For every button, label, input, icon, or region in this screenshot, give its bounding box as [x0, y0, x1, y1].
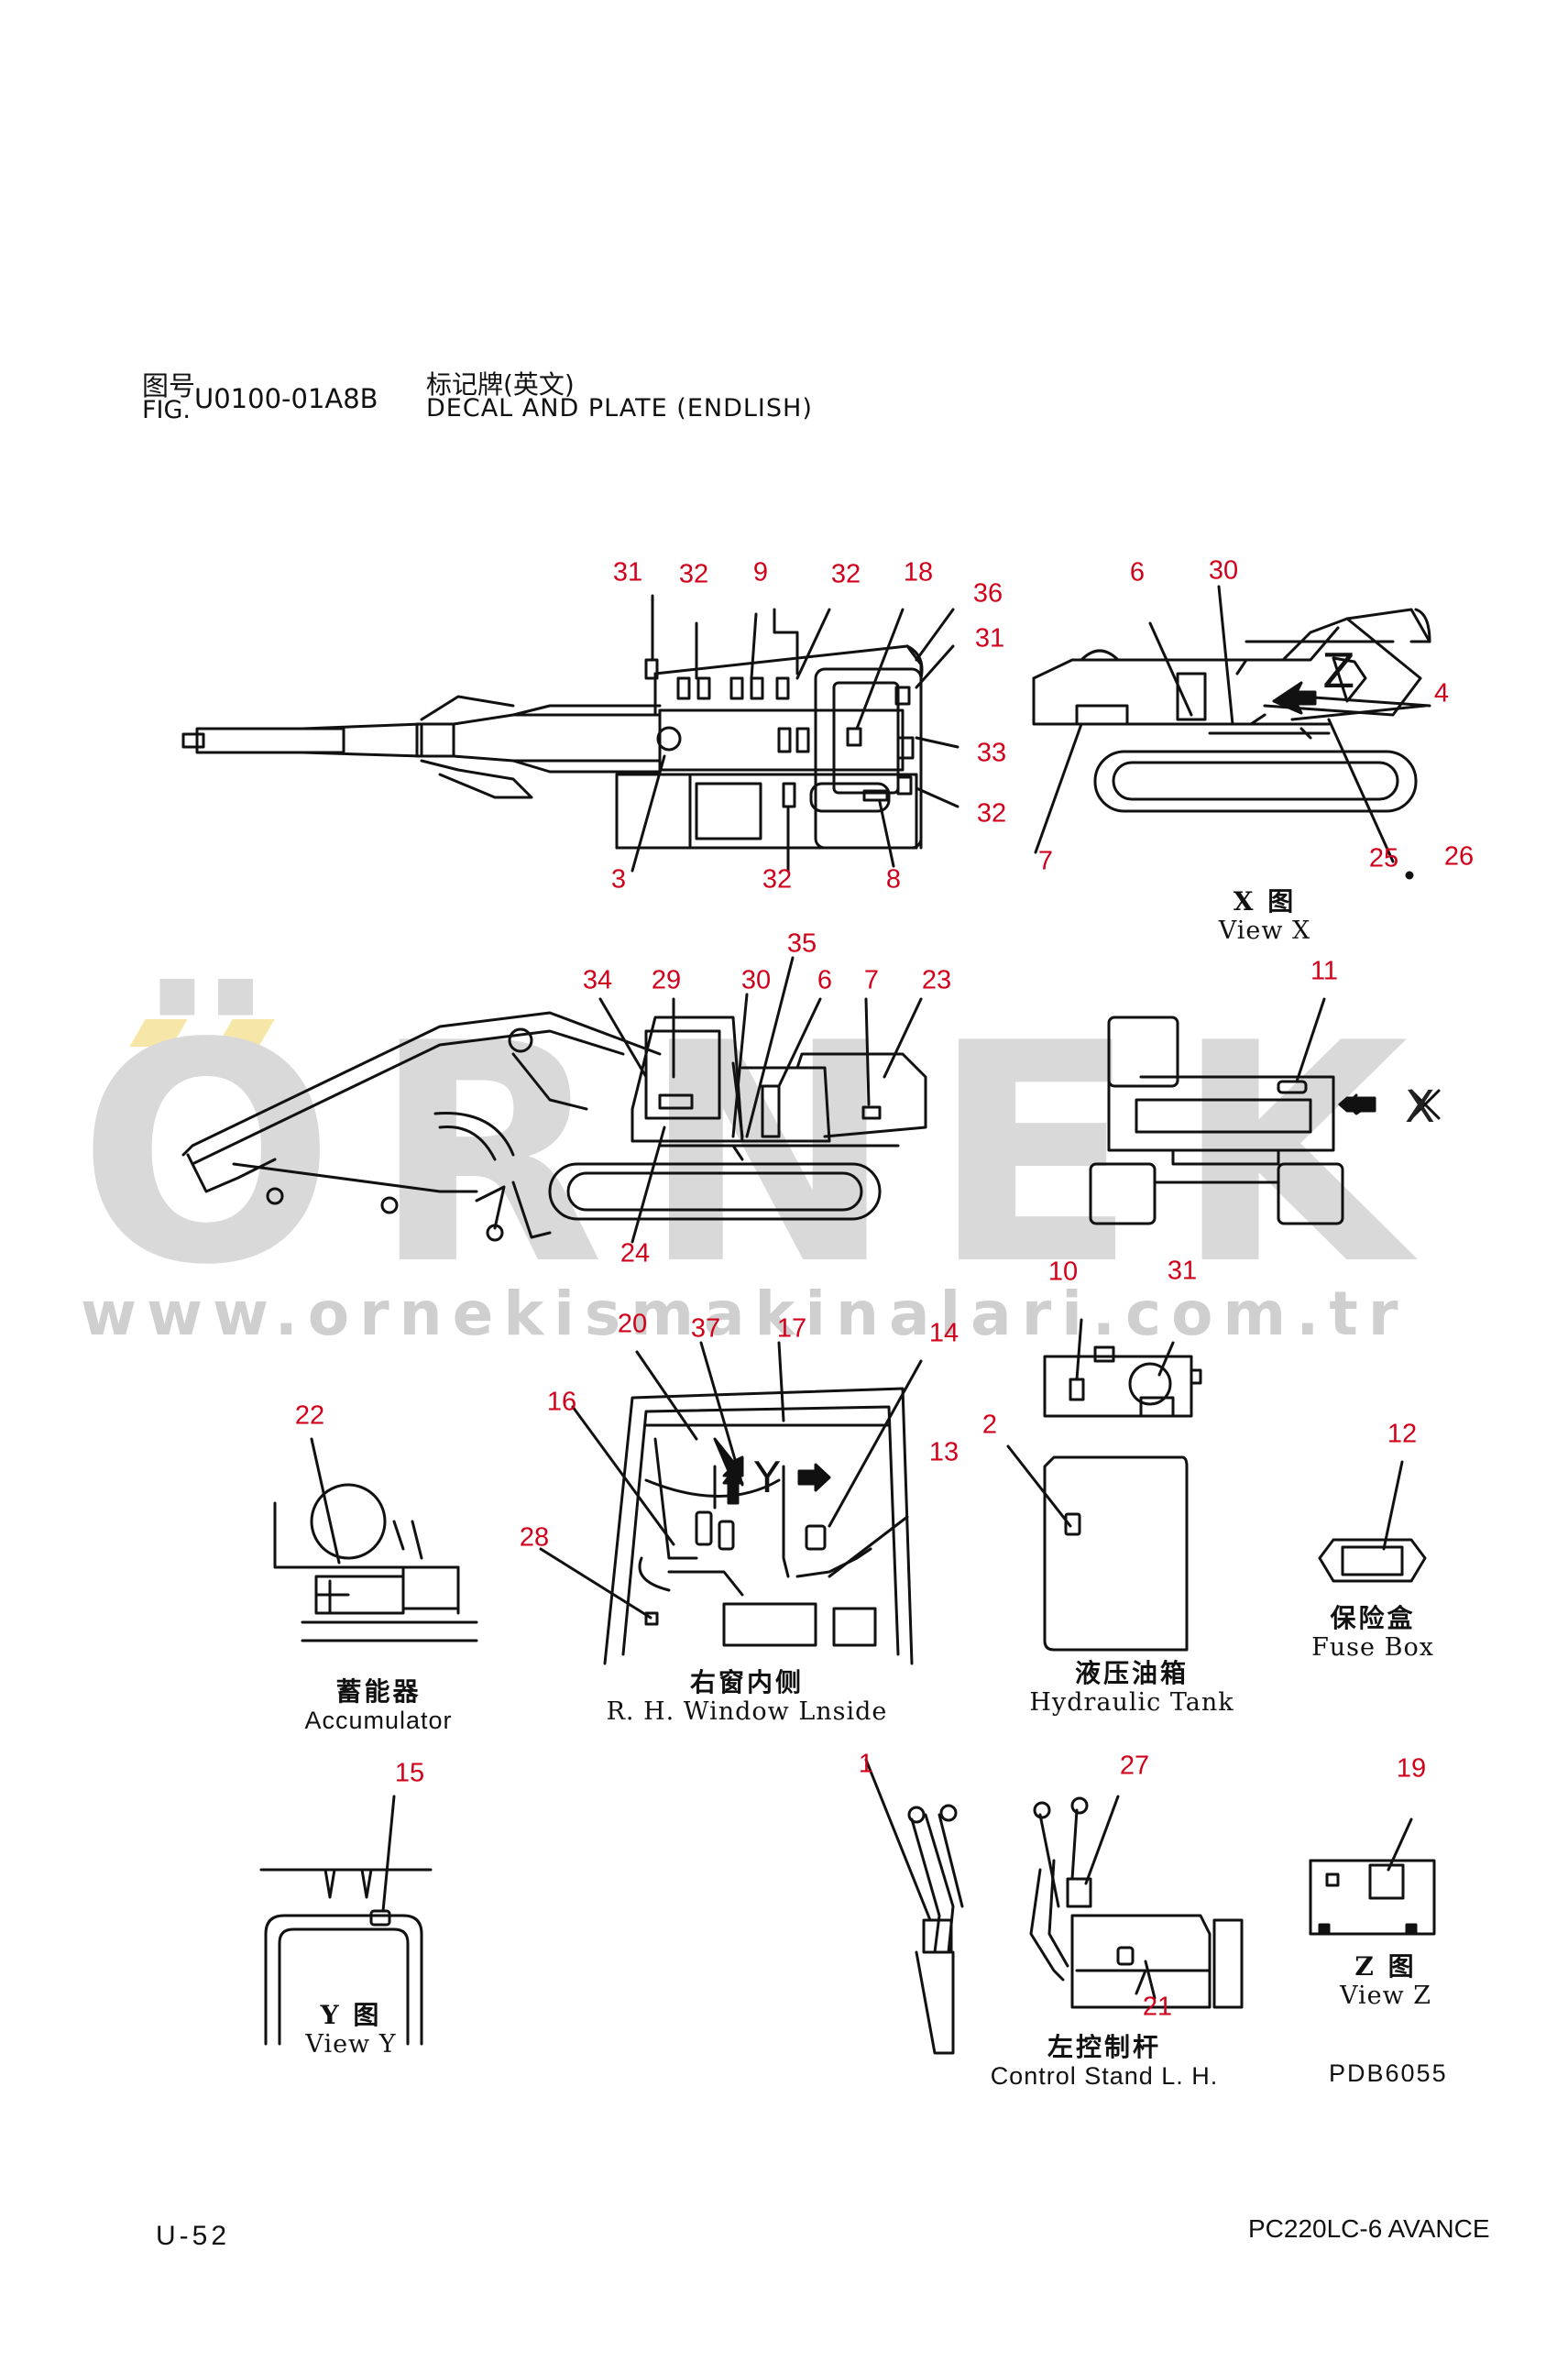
- callout-14: 14: [928, 1318, 959, 1348]
- callout-28: 28: [519, 1522, 550, 1553]
- callout-22: 22: [294, 1400, 325, 1431]
- caption-hydraulic-tank-en: Hydraulic Tank: [1029, 1688, 1234, 1718]
- callout-26: 26: [1443, 841, 1475, 872]
- caption-fuse-box: 保险盒 Fuse Box: [1311, 1603, 1434, 1663]
- callout-1: 1: [858, 1749, 874, 1779]
- caption-hydraulic-tank: 液压油箱 Hydraulic Tank: [1029, 1658, 1234, 1718]
- callout-19: 19: [1396, 1753, 1427, 1784]
- callout-31: 31: [974, 623, 1005, 653]
- callout-9: 9: [752, 557, 769, 588]
- caption-view-z-en: View Z: [1339, 1982, 1432, 2011]
- watermark-brand: ÖRNEK: [78, 979, 1445, 1331]
- rear-view-drawing: [1089, 997, 1441, 1225]
- caption-view-y-cn: Y 图: [320, 2000, 382, 2030]
- callout-35: 35: [786, 928, 817, 959]
- caption-control-stand-en: Control Stand L. H.: [990, 2062, 1219, 2091]
- callout-30: 30: [740, 965, 772, 995]
- callout-30: 30: [1208, 555, 1239, 586]
- callout-10: 10: [1047, 1257, 1079, 1287]
- callout-4: 4: [1433, 678, 1450, 708]
- title-en: DECAL AND PLATE (ENDLISH): [426, 394, 813, 423]
- callout-32: 32: [762, 864, 793, 895]
- caption-control-stand: 左控制杆 Control Stand L. H.: [990, 2032, 1219, 2091]
- callout-20: 20: [617, 1309, 648, 1339]
- top-view-excavator: [181, 594, 959, 873]
- caption-view-z-cn: Z 图: [1354, 1951, 1417, 1982]
- callout-25: 25: [1368, 843, 1399, 873]
- callout-29: 29: [651, 965, 682, 995]
- fig-label-cn: 图号: [142, 370, 196, 401]
- watermark-url: www.ornekismakinalari.com.tr: [81, 1279, 1409, 1349]
- callout-12: 12: [1387, 1419, 1418, 1449]
- control-lever-drawing: [864, 1758, 964, 2055]
- callout-6: 6: [817, 965, 833, 995]
- callout-3: 3: [610, 864, 627, 895]
- hydraulic-tank-drawing: [1006, 1318, 1202, 1652]
- caption-view-y-en: View Y: [305, 2030, 397, 2059]
- caption-accumulator-en: Accumulator: [304, 1707, 453, 1735]
- callout-15: 15: [394, 1758, 425, 1788]
- view-z-drawing: [1309, 1817, 1436, 1936]
- caption-control-stand-cn: 左控制杆: [1047, 2032, 1161, 2062]
- callout-7: 7: [863, 965, 880, 995]
- view-x-drawing: [1032, 585, 1431, 863]
- caption-view-x-en: View X: [1218, 917, 1311, 946]
- drawing-code: PDB6055: [1329, 2059, 1448, 2087]
- callout-7: 7: [1037, 846, 1054, 876]
- callout-32: 32: [678, 559, 709, 589]
- caption-fuse-box-en: Fuse Box: [1311, 1633, 1434, 1663]
- caption-hydraulic-tank-cn: 液压油箱: [1074, 1658, 1189, 1688]
- caption-view-y: Y 图 View Y: [305, 2000, 397, 2059]
- rh-window-drawing: [539, 1341, 923, 1665]
- view-letter-y: Y: [754, 1453, 781, 1502]
- caption-view-x-cn: X 图: [1233, 886, 1297, 917]
- callout-24: 24: [620, 1238, 651, 1268]
- callout-33: 33: [976, 738, 1007, 768]
- title-cn: 标记牌(英文): [426, 369, 575, 400]
- callout-34: 34: [582, 965, 613, 995]
- callout-17: 17: [776, 1313, 807, 1344]
- callout-36: 36: [972, 578, 1003, 609]
- caption-accumulator-cn: 蓄能器: [335, 1676, 422, 1707]
- view-y-drawing: [259, 1795, 433, 2046]
- caption-rh-window-cn: 右窗内侧: [689, 1667, 804, 1697]
- callout-32: 32: [830, 559, 861, 589]
- fuse-box-drawing: [1318, 1460, 1427, 1583]
- callout-27: 27: [1119, 1751, 1150, 1781]
- control-stand-drawing: [1029, 1795, 1244, 2009]
- accumulator-drawing: [273, 1437, 478, 1642]
- caption-accumulator: 蓄能器 Accumulator: [304, 1676, 453, 1735]
- caption-view-z: Z 图 View Z: [1339, 1951, 1432, 2011]
- callout-31: 31: [1167, 1256, 1198, 1286]
- model-name: PC220LC-6 AVANCE: [1248, 2214, 1490, 2243]
- caption-fuse-box-cn: 保险盒: [1330, 1603, 1416, 1633]
- view-letter-x: X: [1405, 1082, 1435, 1133]
- callout-13: 13: [928, 1437, 959, 1467]
- caption-rh-window-en: R. H. Window Lnside: [606, 1697, 888, 1727]
- callout-31: 31: [612, 557, 643, 588]
- callout-6: 6: [1129, 557, 1146, 588]
- caption-view-x: X 图 View X: [1218, 886, 1311, 946]
- callout-18: 18: [903, 557, 934, 588]
- callout-21: 21: [1142, 1992, 1173, 2022]
- callout-37: 37: [690, 1313, 721, 1344]
- callout-2: 2: [981, 1410, 998, 1440]
- view-letter-z: Z: [1322, 644, 1355, 699]
- callout-23: 23: [921, 965, 952, 995]
- callout-16: 16: [546, 1387, 577, 1417]
- fig-label-en: FIG.: [142, 396, 191, 424]
- callout-11: 11: [1310, 956, 1339, 986]
- callout-8: 8: [885, 864, 902, 895]
- caption-rh-window: 右窗内侧 R. H. Window Lnside: [606, 1667, 888, 1727]
- side-view-excavator: [181, 956, 927, 1244]
- figure-number: U0100-01A8B: [194, 383, 378, 414]
- callout-32: 32: [976, 798, 1007, 829]
- page-number: U-52: [156, 2221, 231, 2251]
